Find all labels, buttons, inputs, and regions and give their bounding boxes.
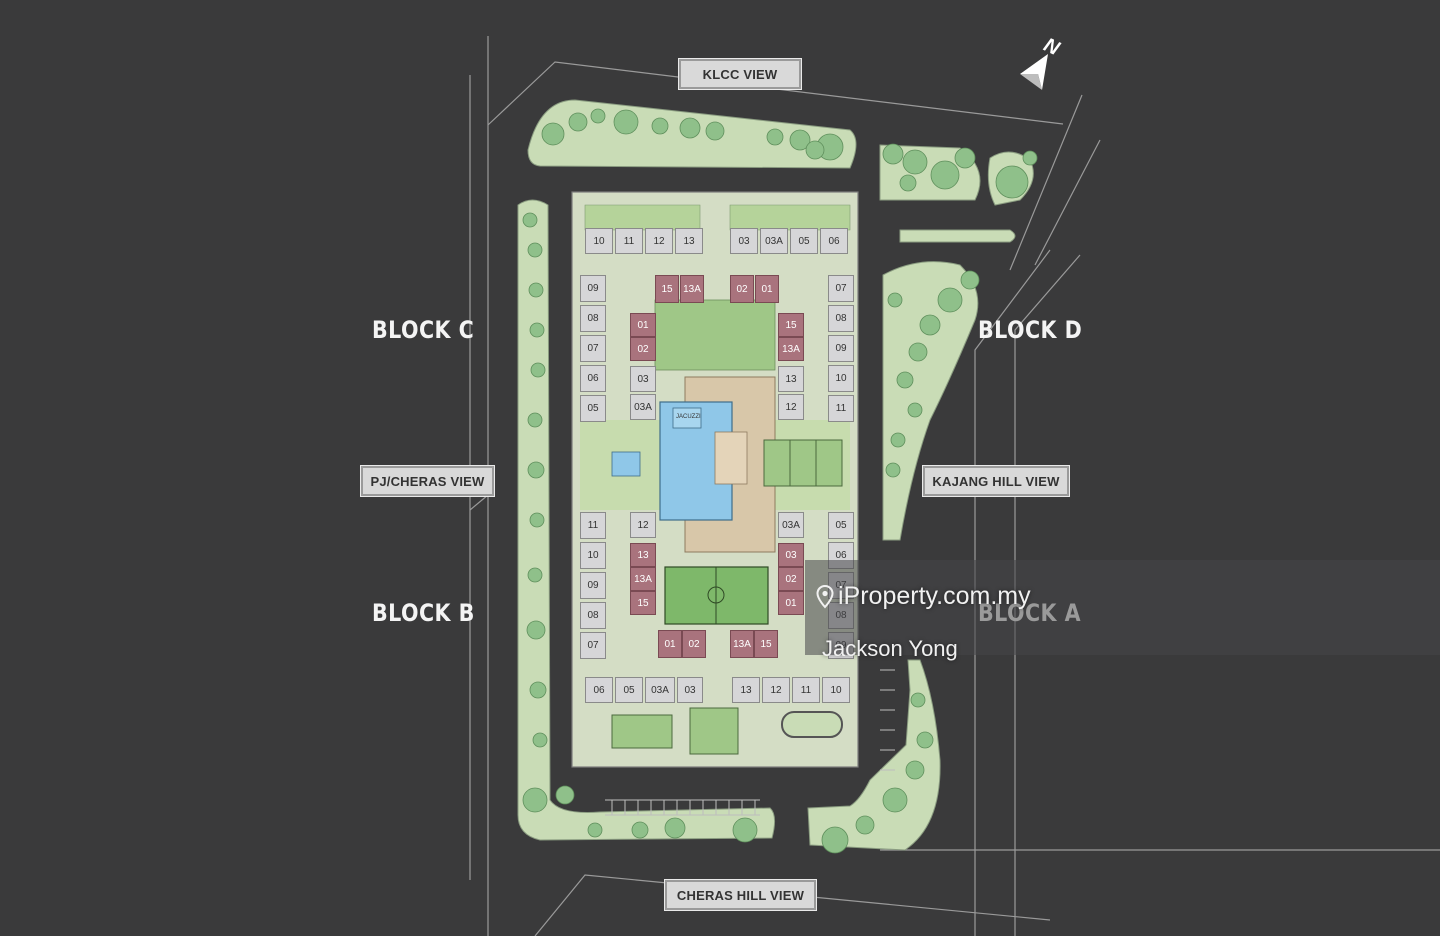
tennis-courts xyxy=(763,439,843,487)
unit: 13A xyxy=(630,567,656,591)
unit: 09 xyxy=(580,275,606,302)
unit: 15 xyxy=(655,275,679,303)
unit: 03 xyxy=(677,677,703,703)
trees xyxy=(522,108,1038,854)
basketball-court xyxy=(689,707,739,755)
unit: 08 xyxy=(580,602,606,629)
location-pin-icon xyxy=(816,584,834,608)
unit: 02 xyxy=(630,337,656,361)
unit: 11 xyxy=(828,395,854,422)
watermark-brand: iProperty.com.my xyxy=(816,582,1031,611)
pj-cheras-view-label: PJ/CHERAS VIEW xyxy=(360,465,495,497)
unit: 07 xyxy=(580,335,606,362)
unit: 09 xyxy=(580,572,606,599)
unit: 13 xyxy=(630,543,656,567)
unit: 15 xyxy=(754,630,778,658)
watermark-brand-text: iProperty.com.my xyxy=(838,582,1031,610)
unit: 12 xyxy=(778,394,804,420)
unit: 08 xyxy=(828,305,854,332)
unit: 12 xyxy=(762,677,790,703)
unit: 06 xyxy=(820,228,848,254)
unit: 05 xyxy=(580,395,606,422)
unit: 03 xyxy=(778,543,804,567)
unit: 03A xyxy=(630,394,656,420)
unit: 03A xyxy=(778,512,804,538)
unit: 13A xyxy=(778,337,804,361)
unit: 11 xyxy=(615,228,643,254)
parking-bottom xyxy=(605,669,895,816)
unit: 10 xyxy=(828,365,854,392)
unit: 13 xyxy=(778,366,804,392)
unit: 07 xyxy=(828,275,854,302)
unit: 15 xyxy=(778,313,804,337)
unit: 03 xyxy=(630,366,656,392)
unit: 13A xyxy=(730,630,754,658)
unit: 03A xyxy=(760,228,788,254)
unit: 11 xyxy=(792,677,820,703)
unit: 03 xyxy=(730,228,758,254)
unit: 06 xyxy=(585,677,613,703)
unit: 07 xyxy=(580,632,606,659)
block-b-label: BLOCK B xyxy=(372,599,475,627)
unit: 05 xyxy=(790,228,818,254)
unit: 08 xyxy=(580,305,606,332)
unit: 02 xyxy=(730,275,754,303)
courtyard-top xyxy=(654,299,776,371)
unit: 06 xyxy=(580,365,606,392)
unit: 01 xyxy=(755,275,779,303)
unit: 09 xyxy=(828,335,854,362)
watermark-overlay xyxy=(805,560,1440,655)
block-c-label: BLOCK C xyxy=(372,316,475,344)
bottom-lawn xyxy=(611,714,673,749)
unit: 13 xyxy=(732,677,760,703)
unit: 13A xyxy=(680,275,704,303)
block-a-label: BLOCK A xyxy=(978,599,1082,627)
unit: 15 xyxy=(630,591,656,615)
unit: 01 xyxy=(630,313,656,337)
kajang-hill-view-label: KAJANG HILL VIEW xyxy=(922,465,1070,497)
cheras-hill-view-label: CHERAS HILL VIEW xyxy=(664,879,817,911)
jacuzzi xyxy=(672,407,702,429)
unit: 12 xyxy=(630,512,656,538)
jogging-track xyxy=(781,711,843,738)
klcc-view-label: KLCC VIEW xyxy=(678,58,802,90)
jacuzzi-label: JACUZZI xyxy=(676,414,701,420)
gymnasium xyxy=(714,431,748,485)
unit: 10 xyxy=(585,228,613,254)
unit: 10 xyxy=(580,542,606,569)
unit: 01 xyxy=(658,630,682,658)
unit: 13 xyxy=(675,228,703,254)
unit: 12 xyxy=(645,228,673,254)
unit: 02 xyxy=(682,630,706,658)
unit: 05 xyxy=(828,512,854,539)
unit: 05 xyxy=(615,677,643,703)
block-d-label: BLOCK D xyxy=(978,316,1083,344)
unit: 01 xyxy=(778,591,804,615)
unit: 02 xyxy=(778,567,804,591)
unit: 11 xyxy=(580,512,606,539)
football-field xyxy=(664,566,769,625)
watermark-agent: Jackson Yong xyxy=(822,636,958,661)
north-arrow-icon xyxy=(1020,54,1048,90)
children-pool xyxy=(611,451,641,477)
unit: 03A xyxy=(645,677,675,703)
unit: 10 xyxy=(822,677,850,703)
